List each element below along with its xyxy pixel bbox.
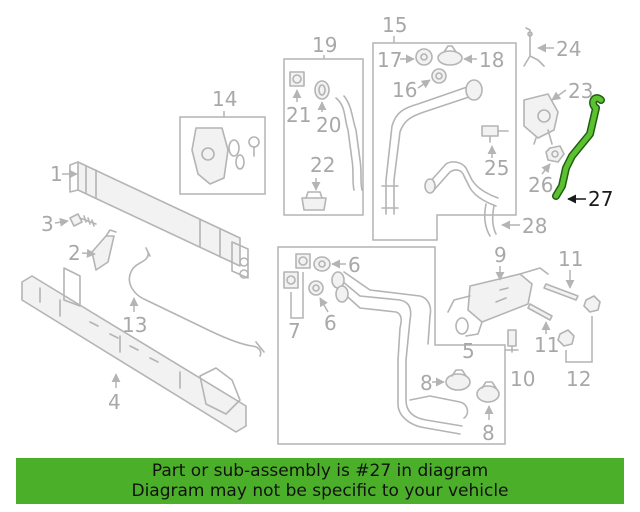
part-2-bracket — [91, 229, 117, 271]
group-box-15 — [372, 42, 517, 241]
part-8-clamp-a — [445, 369, 471, 391]
part-21-washer — [289, 71, 305, 87]
info-banner: Part or sub-assembly is #27 in diagram D… — [16, 458, 624, 504]
callout-4: 4 — [108, 390, 121, 414]
banner-line-2: Diagram may not be specific to your vehi… — [131, 481, 509, 501]
callout-25: 25 — [484, 156, 509, 180]
parts-diagram: 1 2 3 4 13 14 19 — [21, 13, 613, 445]
part-26-nut — [545, 145, 565, 163]
callout-6a: 6 — [348, 253, 361, 277]
callout-6b: 6 — [324, 311, 337, 335]
callout-12: 12 — [566, 367, 591, 391]
callout-11a: 11 — [558, 247, 583, 271]
callout-14: 14 — [212, 87, 237, 111]
part-25-sensor — [481, 125, 509, 143]
part-11-pins — [527, 283, 579, 321]
callout-17: 17 — [377, 48, 402, 72]
callout-24: 24 — [556, 37, 581, 61]
part-6-seals — [308, 256, 331, 296]
callout-13: 13 — [122, 313, 147, 337]
part-hose-19 — [335, 95, 363, 191]
part-24-bracket — [523, 27, 545, 67]
callout-26: 26 — [528, 173, 553, 197]
callout-7: 7 — [288, 319, 301, 343]
callout-1: 1 — [50, 162, 63, 186]
part-22-cap — [301, 191, 327, 211]
part-13-hose — [128, 247, 265, 357]
callout-11b: 11 — [534, 333, 559, 357]
callout-27: 27 — [588, 187, 613, 211]
part-16-washer — [431, 68, 447, 84]
part-10-valve — [505, 329, 519, 353]
callout-9: 9 — [494, 243, 507, 267]
part-28-hose — [424, 161, 499, 237]
callout-20: 20 — [316, 113, 341, 137]
callout-2: 2 — [68, 241, 81, 265]
callout-15: 15 — [382, 13, 407, 37]
banner-line-1: Part or sub-assembly is #27 in diagram — [151, 461, 489, 481]
callout-3: 3 — [41, 212, 54, 236]
part-7-washers — [283, 253, 311, 289]
group-box-14 — [179, 116, 266, 195]
part-pipe-15 — [381, 79, 483, 215]
callout-28: 28 — [522, 214, 547, 238]
callout-5: 5 — [462, 339, 475, 363]
part-8-clamp-b — [476, 381, 500, 403]
part-18-clamp — [437, 45, 463, 66]
part-9-exchanger — [447, 267, 549, 337]
callout-19: 19 — [312, 33, 337, 57]
callout-22: 22 — [310, 153, 335, 177]
part-12-nuts — [557, 295, 601, 347]
part-14-housing — [191, 127, 260, 185]
part-17-washer — [415, 48, 433, 66]
callout-8a: 8 — [420, 371, 433, 395]
part-23-valve — [523, 93, 559, 145]
part-pipes-5 — [331, 271, 469, 435]
part-20-seal — [314, 80, 330, 100]
callout-18: 18 — [479, 48, 504, 72]
group-box-5 — [277, 246, 506, 445]
callout-10: 10 — [510, 367, 535, 391]
part-27-hose-highlighted — [552, 94, 605, 200]
callout-16: 16 — [392, 78, 417, 102]
callout-23: 23 — [568, 79, 593, 103]
part-4-frame — [21, 267, 247, 433]
part-1-cooler — [69, 161, 249, 279]
callout-21: 21 — [286, 103, 311, 127]
part-3-bolt — [69, 213, 97, 227]
callout-8b: 8 — [482, 421, 495, 445]
